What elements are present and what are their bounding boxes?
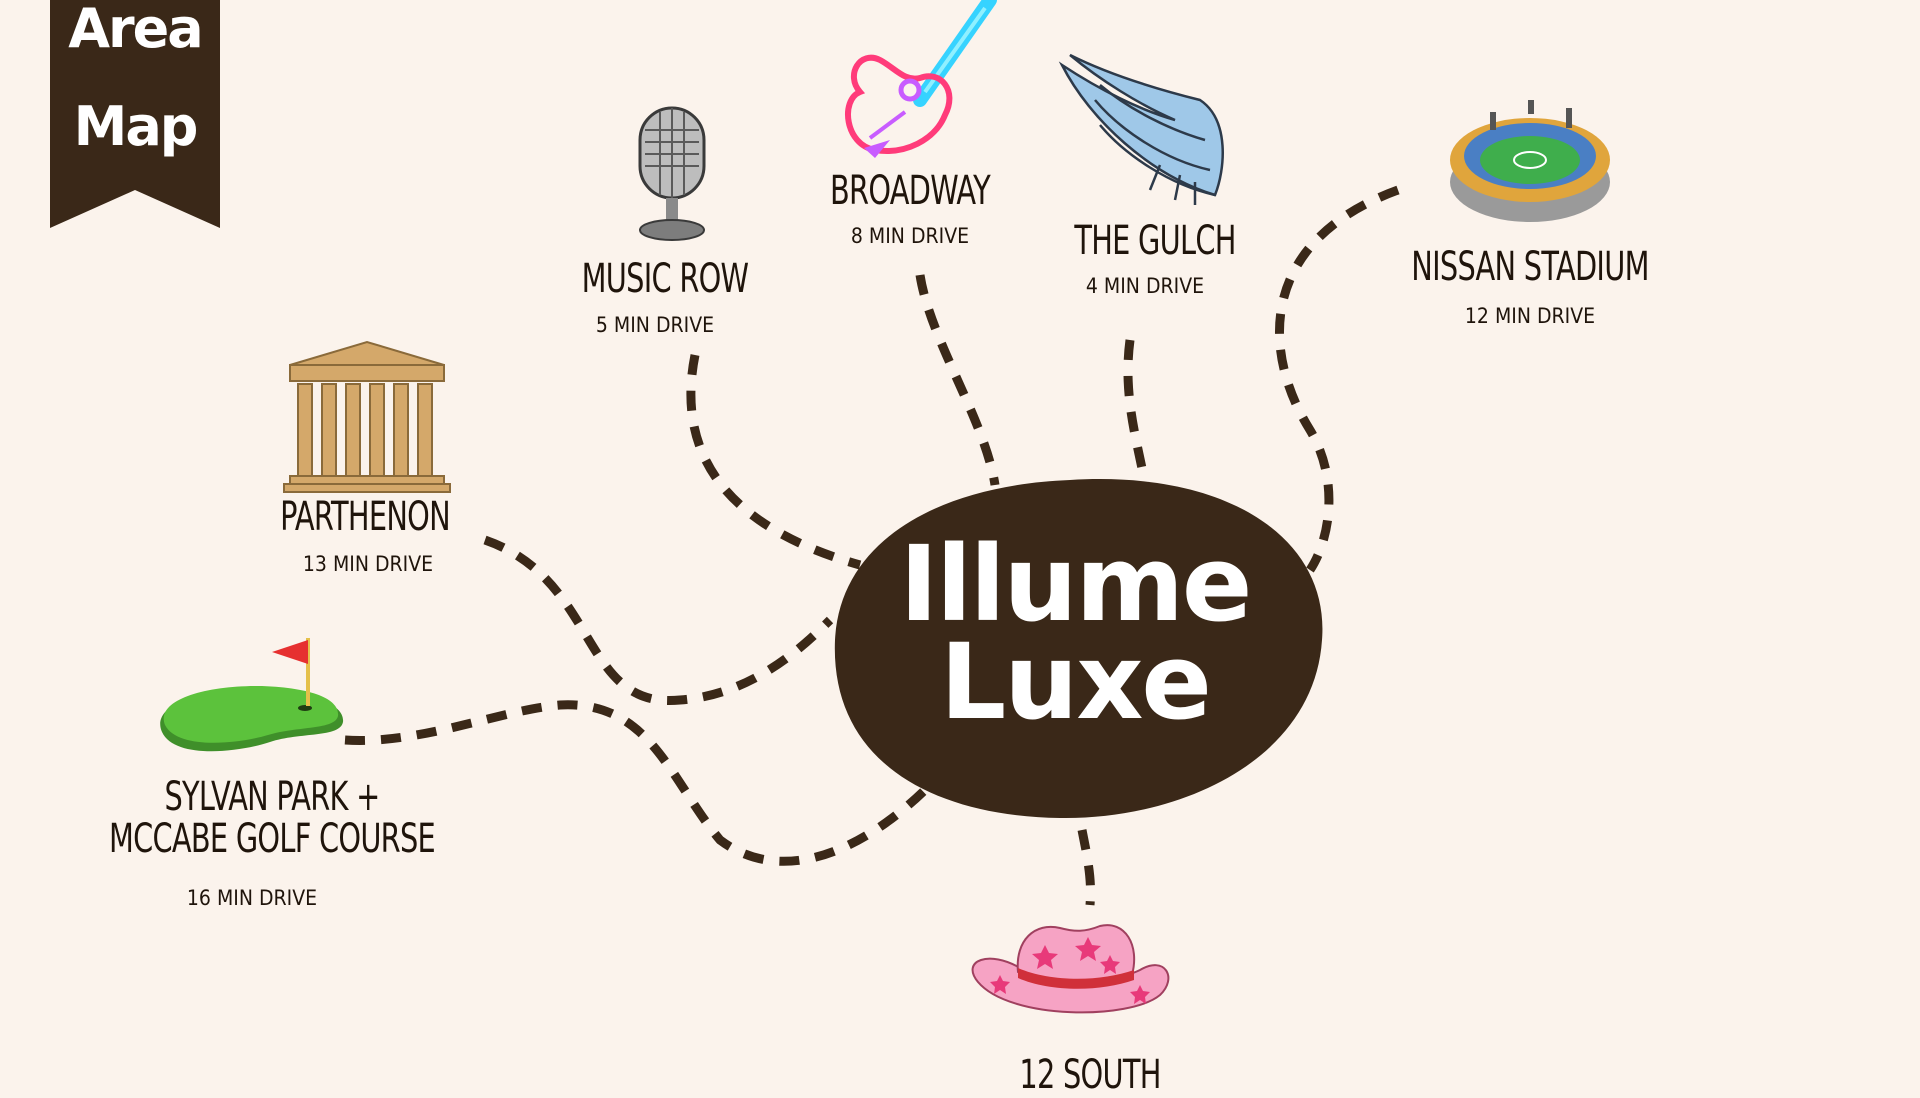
location-name-music-row: MUSIC ROW xyxy=(581,256,749,302)
microphone-icon xyxy=(638,106,706,241)
location-name-broadway: BROADWAY xyxy=(829,168,991,214)
parthenon-icon xyxy=(283,340,451,493)
path-the-gulch xyxy=(1123,339,1150,486)
path-sylvan-park xyxy=(344,700,934,866)
location-name-12-south: 12 SOUTH xyxy=(1019,1052,1161,1098)
center-oval xyxy=(834,479,1323,819)
angel-wings-icon xyxy=(1058,53,1224,205)
path-parthenon xyxy=(483,535,834,705)
center-title: Illume Luxe xyxy=(835,523,1315,743)
golf-green-icon xyxy=(160,638,344,752)
location-drive-broadway: 8 MIN DRIVE xyxy=(850,224,970,248)
path-music-row xyxy=(686,354,862,570)
location-drive-music-row: 5 MIN DRIVE xyxy=(595,313,715,337)
path-12-south xyxy=(1077,829,1095,906)
banner-title-line1: Area xyxy=(68,0,204,60)
location-name-nissan-stadium: NISSAN STADIUM xyxy=(1411,244,1649,290)
location-drive-the-gulch: 4 MIN DRIVE xyxy=(1085,274,1205,298)
location-name-the-gulch: THE GULCH xyxy=(1074,218,1236,264)
center-title-line1: Illume xyxy=(899,523,1253,645)
location-drive-nissan-stadium: 12 MIN DRIVE xyxy=(1464,304,1596,328)
path-broadway xyxy=(915,274,1000,486)
location-name-parthenon: PARTHENON xyxy=(280,494,451,540)
neon-guitar-icon xyxy=(845,0,997,158)
path-nissan-stadium xyxy=(1275,185,1400,573)
area-map-banner: Area Map xyxy=(50,0,220,228)
stadium-icon xyxy=(1450,100,1610,222)
location-drive-parthenon: 13 MIN DRIVE xyxy=(302,552,434,576)
center-title-line2: Luxe xyxy=(940,621,1212,743)
banner-title-line2: Map xyxy=(73,95,199,158)
cowboy-hat-icon xyxy=(971,924,1170,1014)
location-name-sylvan-park: SYLVAN PARK + MCCABE GOLF COURSE xyxy=(108,774,436,862)
area-map-banner-shape xyxy=(50,0,220,228)
location-drive-sylvan-park: 16 MIN DRIVE xyxy=(186,886,318,910)
